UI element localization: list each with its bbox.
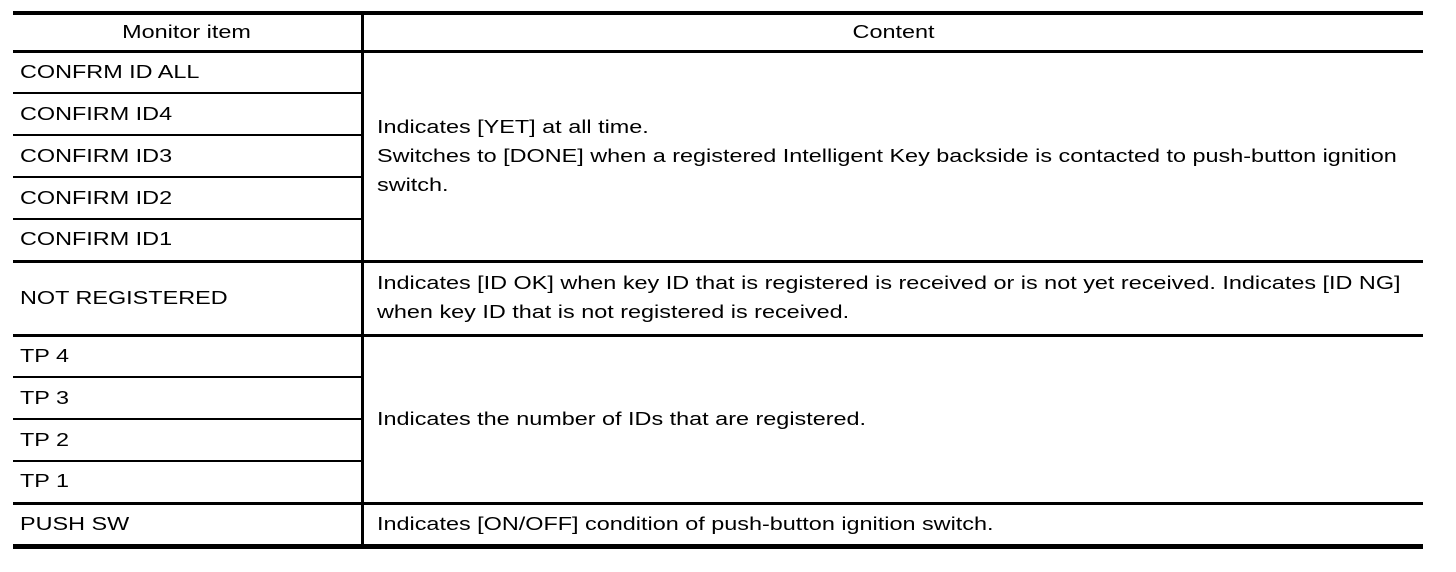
- table-row-confrm-id-all: CONFRM ID ALL Indicates [YET] at all tim…: [13, 51, 1423, 263]
- monitor-item-label: TP 2: [20, 429, 69, 450]
- monitor-item-label: CONFIRM ID1: [20, 229, 173, 250]
- monitor-item-cell: TP 2: [13, 419, 364, 462]
- content-cell-push-sw: Indicates [ON/OFF] condition of push-but…: [362, 503, 1423, 546]
- monitor-item-label: TP 1: [20, 471, 69, 492]
- monitor-item-cell: CONFIRM ID1: [13, 219, 364, 263]
- column-header-monitor-item: Monitor item: [13, 13, 364, 53]
- monitor-item-cell: CONFIRM ID4: [13, 93, 364, 136]
- table-row-confirm-id2: CONFIRM ID2: [13, 177, 1423, 220]
- content-text-line: Indicates [YET] at all time.: [376, 116, 649, 137]
- table-header-row: Monitor item Content: [13, 13, 1423, 53]
- monitor-item-cell: CONFRM ID ALL: [13, 51, 364, 94]
- monitor-item-cell: TP 3: [13, 377, 364, 420]
- content-text-line: Indicates [ON/OFF] condition of push-but…: [376, 513, 994, 534]
- monitor-item-label: CONFIRM ID3: [20, 145, 173, 166]
- monitor-item-table: Monitor item Content CONFRM ID ALL Indic…: [13, 11, 1423, 549]
- monitor-item-label: NOT REGISTERED: [20, 287, 228, 308]
- content-text: Indicates [ON/OFF] condition of push-but…: [377, 510, 1425, 539]
- table-row-confirm-id3: CONFIRM ID3: [13, 135, 1423, 178]
- monitor-item-cell: CONFIRM ID3: [13, 135, 364, 178]
- monitor-item-cell: PUSH SW: [13, 503, 364, 546]
- monitor-item-cell: NOT REGISTERED: [13, 261, 364, 337]
- content-cell-not-registered: Indicates [ID OK] when key ID that is re…: [362, 261, 1425, 337]
- monitor-item-label: CONFIRM ID2: [20, 187, 173, 208]
- table-row-tp2: TP 2: [13, 419, 1423, 462]
- monitor-item-label: PUSH SW: [20, 513, 130, 534]
- content-text-line: Indicates [ID OK] when key ID that is re…: [376, 273, 1401, 322]
- monitor-item-label: CONFIRM ID4: [20, 103, 173, 124]
- content-text-line: Indicates the number of IDs that are reg…: [376, 408, 866, 429]
- content-text: Indicates the number of IDs that are reg…: [377, 405, 1425, 434]
- content-cell-confirm-ids: Indicates [YET] at all time. Switches to…: [362, 51, 1425, 263]
- column-header-label: Monitor item: [122, 21, 252, 42]
- monitor-item-cell: CONFIRM ID2: [13, 177, 364, 220]
- column-header-label: Content: [852, 21, 935, 42]
- table-row-confirm-id1: CONFIRM ID1: [13, 219, 1423, 263]
- content-text-line: Switches to [DONE] when a registered Int…: [376, 145, 1397, 195]
- monitor-item-label: TP 3: [20, 387, 69, 408]
- table-row-tp4: TP 4 Indicates the number of IDs that ar…: [13, 335, 1423, 505]
- content-cell-tp: Indicates the number of IDs that are reg…: [362, 335, 1425, 505]
- table-row-tp1: TP 1: [13, 461, 1423, 505]
- table-row-push-sw: PUSH SW Indicates [ON/OFF] condition of …: [13, 503, 1423, 546]
- monitor-item-label: CONFRM ID ALL: [20, 61, 200, 82]
- table-row-not-registered: NOT REGISTERED Indicates [ID OK] when ke…: [13, 261, 1425, 337]
- content-text: Indicates [ID OK] when key ID that is re…: [377, 269, 1425, 327]
- monitor-item-cell: TP 4: [13, 335, 364, 378]
- table-row-confirm-id4: CONFIRM ID4: [13, 93, 1423, 136]
- table-row-tp3: TP 3: [13, 377, 1423, 420]
- monitor-item-label: TP 4: [20, 345, 69, 366]
- column-header-content: Content: [362, 13, 1423, 53]
- document-page: Monitor item Content CONFRM ID ALL Indic…: [13, 11, 1423, 549]
- monitor-item-cell: TP 1: [13, 461, 364, 505]
- content-text: Indicates [YET] at all time. Switches to…: [377, 113, 1425, 200]
